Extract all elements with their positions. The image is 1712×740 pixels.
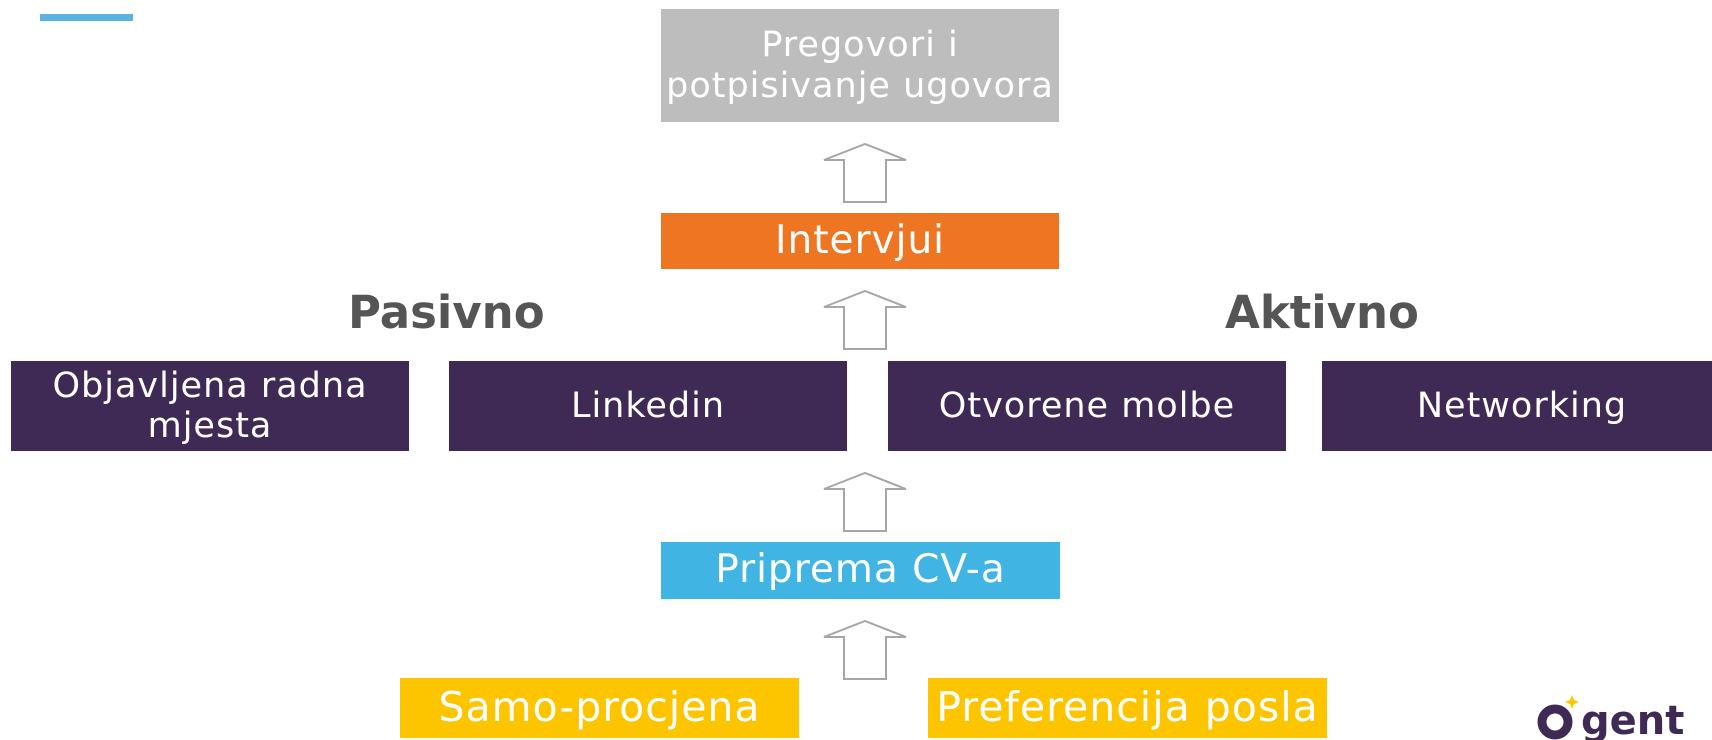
step-self-assessment-label: Samo-procjena	[438, 683, 761, 731]
channel-open-applications: Otvorene molbe	[888, 361, 1286, 451]
company-logo: gent	[1537, 695, 1684, 740]
up-arrow-icon	[823, 472, 907, 532]
up-arrow-icon	[823, 290, 907, 350]
step-self-assessment: Samo-procjena	[400, 678, 799, 738]
channel-label: Networking	[1416, 385, 1628, 426]
up-arrow-icon	[823, 143, 907, 203]
step-negotiation: Pregovori i potpisivanje ugovora	[661, 9, 1059, 122]
channel-label: Otvorene molbe	[938, 385, 1236, 426]
step-cv: Priprema CV-a	[661, 542, 1060, 599]
channel-networking: Networking	[1322, 361, 1712, 451]
step-interviews-label: Intervjui	[774, 217, 945, 263]
accent-line	[40, 14, 133, 21]
up-arrow-icon	[823, 620, 907, 680]
step-job-preference-label: Preferencija posla	[936, 683, 1319, 731]
step-job-preference: Preferencija posla	[928, 678, 1327, 738]
passive-heading: Pasivno	[348, 286, 545, 339]
logo-text: gent	[1581, 698, 1684, 740]
channel-label: Linkedin	[570, 385, 726, 426]
step-cv-label: Priprema CV-a	[715, 547, 1006, 593]
active-heading: Aktivno	[1225, 286, 1419, 339]
step-interviews: Intervjui	[661, 213, 1059, 269]
channel-linkedin: Linkedin	[449, 361, 847, 451]
channel-label: Objavljena radna mjesta	[52, 365, 368, 446]
channel-job-postings: Objavljena radna mjesta	[11, 361, 409, 451]
step-negotiation-label: Pregovori i potpisivanje ugovora	[666, 25, 1054, 106]
